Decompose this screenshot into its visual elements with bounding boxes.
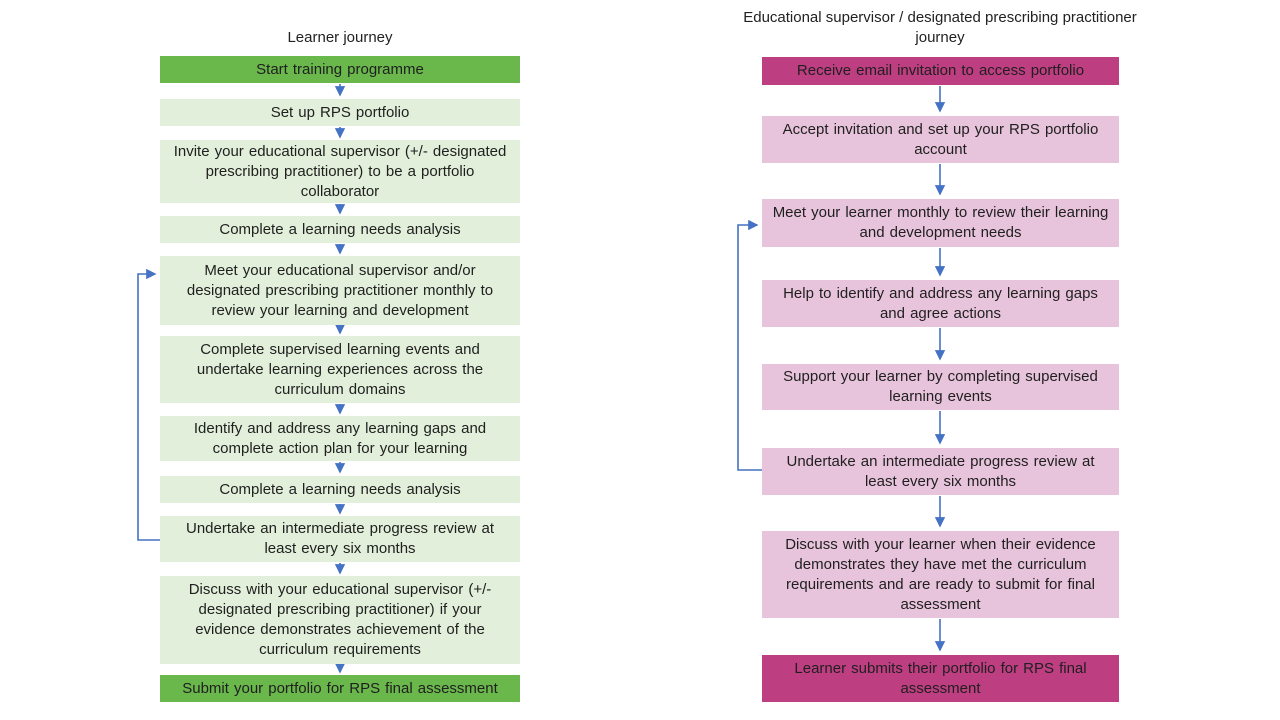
flow-box-needs-analysis-1: Complete a learning needs analysis: [160, 216, 520, 243]
flow-box-meet-supervisor: Meet your educational supervisor and/or …: [160, 256, 520, 325]
right-column-title: Educational supervisor / designated pres…: [743, 9, 1137, 46]
flow-box-discuss-with-learner: Discuss with your learner when their evi…: [762, 531, 1119, 618]
loop-arrow-left: [137, 268, 160, 541]
flow-box-discuss-evidence: Discuss with your educational supervisor…: [160, 576, 520, 664]
flow-box-needs-analysis-2: Complete a learning needs analysis: [160, 476, 520, 503]
flow-box-invite-supervisor: Invite your educational supervisor (+/- …: [160, 140, 520, 203]
flow-box-start-training: Start training programme: [160, 56, 520, 83]
flow-box-progress-review: Undertake an intermediate progress revie…: [160, 516, 520, 562]
flow-box-support-learner: Support your learner by completing super…: [762, 364, 1119, 410]
flow-box-meet-learner: Meet your learner monthly to review thei…: [762, 199, 1119, 247]
flow-box-supervised-events: Complete supervised learning events and …: [160, 336, 520, 403]
flow-box-accept-invitation: Accept invitation and set up your RPS po…: [762, 116, 1119, 163]
flow-box-learner-submits: Learner submits their portfolio for RPS …: [762, 655, 1119, 702]
flow-box-setup-portfolio: Set up RPS portfolio: [160, 99, 520, 126]
left-column-title: Learner journey: [287, 29, 393, 46]
flow-box-identify-gaps: Identify and address any learning gaps a…: [160, 416, 520, 461]
flow-box-help-identify-gaps: Help to identify and address any learnin…: [762, 280, 1119, 327]
flow-box-intermediate-review: Undertake an intermediate progress revie…: [762, 448, 1119, 495]
flow-box-submit-portfolio: Submit your portfolio for RPS final asse…: [160, 675, 520, 702]
flow-box-receive-invitation: Receive email invitation to access portf…: [762, 57, 1119, 85]
loop-arrow-right: [737, 219, 762, 471]
